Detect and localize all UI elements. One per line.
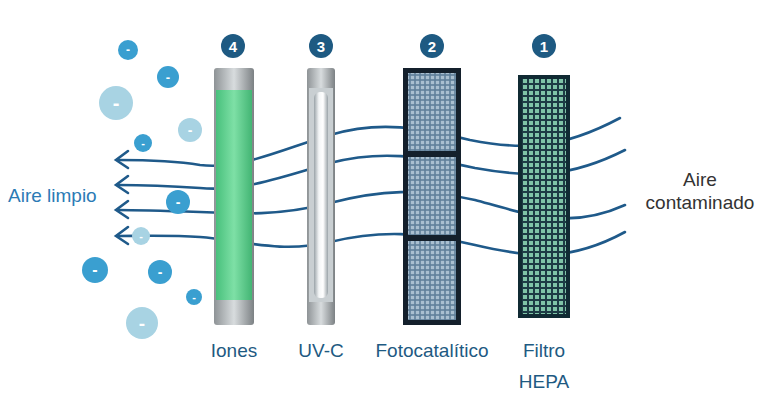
inlet-label: Aire contaminado xyxy=(636,168,764,214)
callout-number: 2 xyxy=(428,39,436,54)
ion-sign: - xyxy=(139,314,145,333)
ion-sign: - xyxy=(92,262,97,278)
hepa-filter xyxy=(518,75,570,318)
ion-sign: - xyxy=(158,265,163,279)
filter-stage: Iones xyxy=(214,68,254,325)
photocatalytic-filter xyxy=(403,68,461,325)
negative-ion: - xyxy=(132,227,150,245)
filter-stage: Filtro HEPA xyxy=(518,68,570,325)
negative-ion: - xyxy=(186,289,202,305)
callout-number: 4 xyxy=(229,39,237,54)
stage-label: Filtro HEPA xyxy=(504,335,584,397)
stage-label: Fotocatalítico xyxy=(376,335,489,366)
step-number: 4 xyxy=(221,34,245,58)
filter-stage: Fotocatalítico xyxy=(403,68,461,325)
ion-sign: - xyxy=(166,71,170,84)
uvc-lamp xyxy=(307,68,335,325)
stage-label: Iones xyxy=(211,335,257,366)
negative-ion: - xyxy=(118,40,138,60)
step-number: 2 xyxy=(420,34,444,58)
ion-sign: - xyxy=(141,138,145,149)
step-number: 1 xyxy=(532,34,556,58)
negative-ion: - xyxy=(99,86,133,120)
negative-ion: - xyxy=(126,307,158,339)
negative-ion: - xyxy=(166,190,190,214)
negative-ion: - xyxy=(148,260,172,284)
ion-sign: - xyxy=(192,292,196,303)
callout-number: 3 xyxy=(317,39,325,54)
negative-ion: - xyxy=(178,118,202,142)
ion-sign: - xyxy=(113,93,120,113)
negative-ion: - xyxy=(82,257,108,283)
negative-ion: - xyxy=(157,66,179,88)
ion-sign: - xyxy=(176,195,181,209)
stage-label: UV-C xyxy=(298,335,343,366)
ion-sign: - xyxy=(139,231,143,242)
filter-stage: UV-C xyxy=(307,68,335,325)
callout-number: 1 xyxy=(540,39,548,54)
ion-generator xyxy=(214,68,254,325)
step-number: 3 xyxy=(309,34,333,58)
outlet-label: Aire limpio xyxy=(8,184,118,207)
negative-ion: - xyxy=(134,134,152,152)
ion-sign: - xyxy=(126,44,130,56)
ion-sign: - xyxy=(188,123,193,137)
